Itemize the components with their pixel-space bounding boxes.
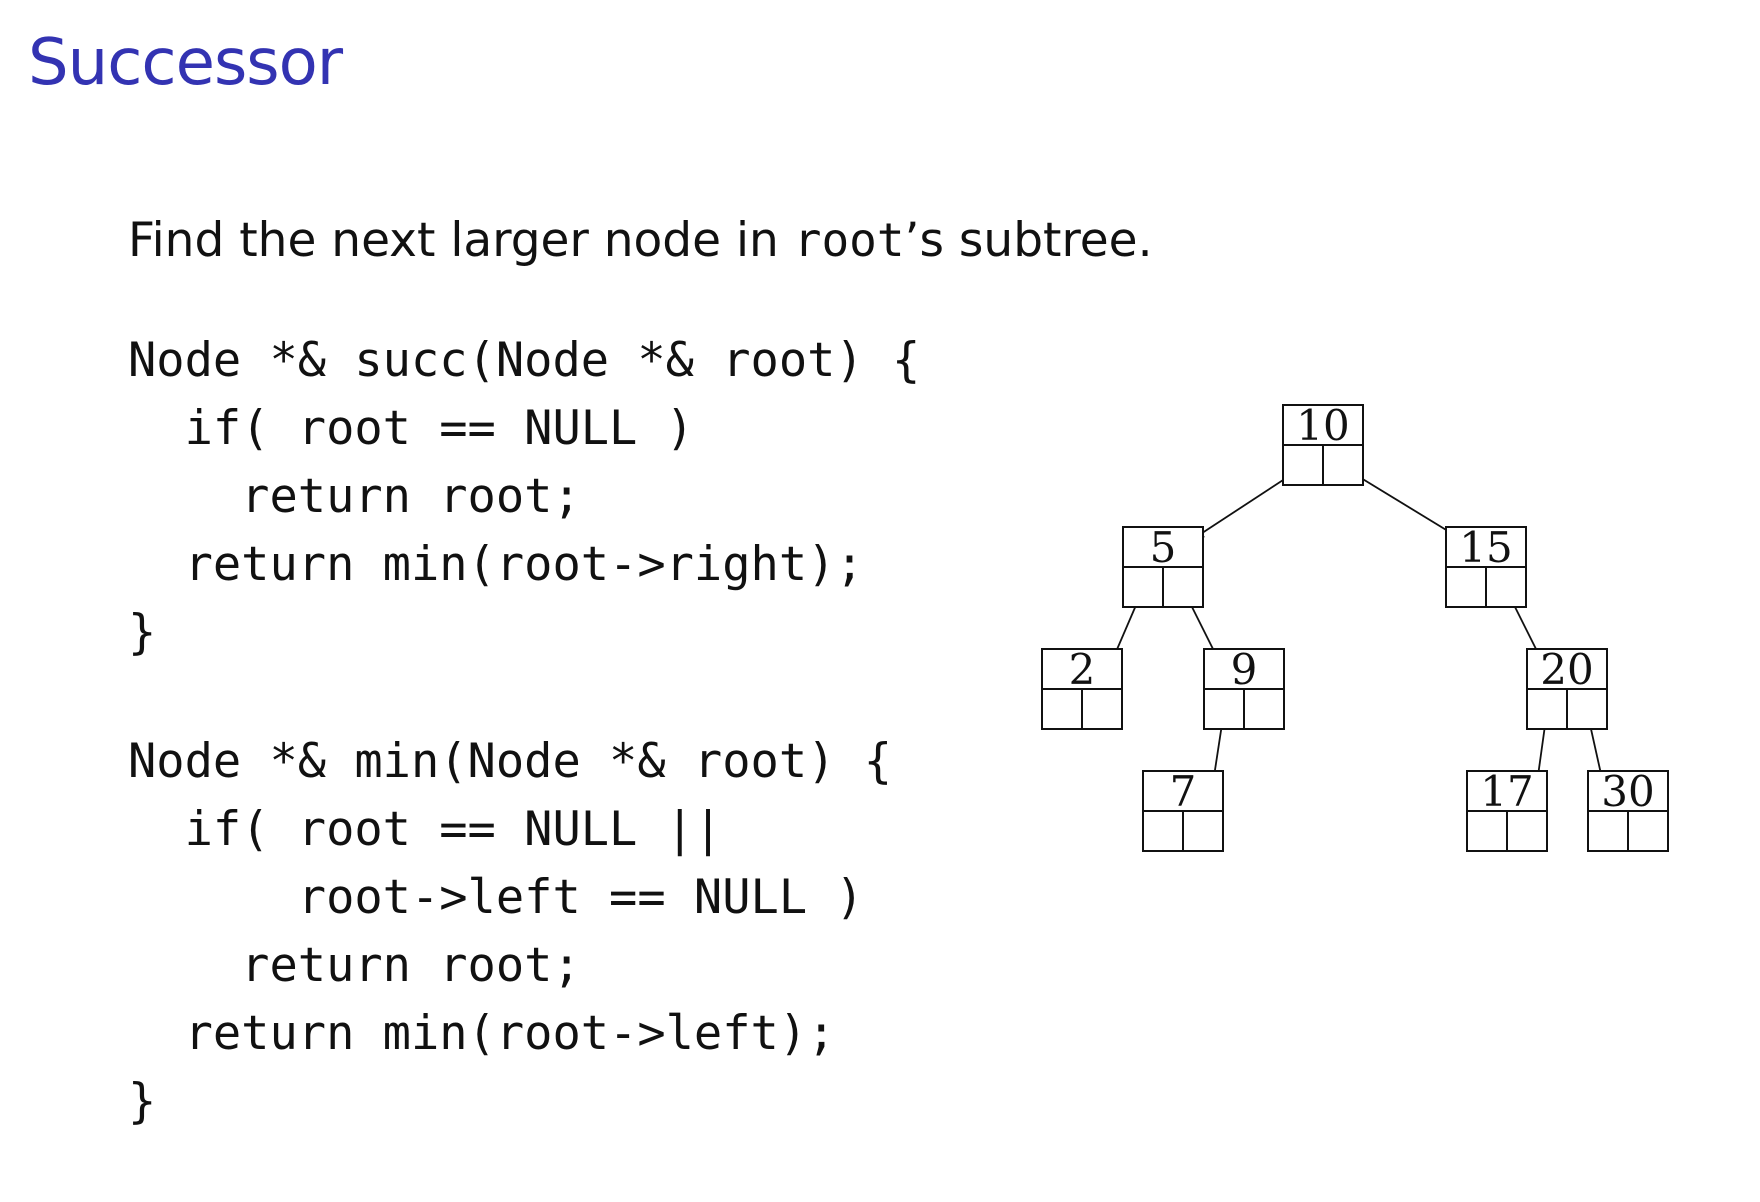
tree-nodes: 10 5 15 2 9 20 7 17 30 (1041, 401, 1669, 852)
tree-node: 2 (1041, 645, 1123, 730)
tree-node: 20 (1526, 645, 1608, 730)
code-line: } (128, 1074, 157, 1129)
code-line: root->left == NULL ) (128, 870, 864, 925)
tree-node: 17 (1466, 767, 1548, 852)
code-line: return root; (128, 469, 581, 524)
intro-text: Find the next larger node in root’s subt… (128, 213, 1153, 268)
node-key-label: 5 (1150, 523, 1177, 572)
tree-node: 15 (1445, 523, 1527, 608)
code-line: } (128, 605, 157, 660)
node-key-label: 17 (1480, 767, 1533, 816)
tree-node: 7 (1142, 767, 1224, 852)
intro-text-after: ’s subtree. (904, 213, 1153, 268)
code-line: return root; (128, 938, 581, 993)
tree-node: 5 (1122, 523, 1204, 608)
code-line: if( root == NULL || (128, 802, 723, 857)
tree-node: 10 (1282, 401, 1364, 486)
tree-node: 30 (1587, 767, 1669, 852)
node-key-label: 15 (1459, 523, 1512, 572)
node-key-label: 9 (1231, 645, 1258, 694)
tree-node: 9 (1203, 645, 1285, 730)
tree-edges (1111, 466, 1606, 784)
node-key-label: 20 (1540, 645, 1593, 694)
slide-title: Successor (28, 26, 343, 100)
node-key-label: 10 (1296, 401, 1349, 450)
code-block-min: Node *& min(Node *& root) { if( root == … (128, 728, 892, 1136)
code-line: if( root == NULL ) (128, 401, 694, 456)
node-key-label: 7 (1170, 767, 1197, 816)
code-line: Node *& succ(Node *& root) { (128, 333, 921, 388)
intro-text-before: Find the next larger node in (128, 213, 794, 268)
node-key-label: 2 (1069, 645, 1096, 694)
code-line: return min(root->left); (128, 1006, 836, 1061)
node-key-label: 30 (1601, 767, 1654, 816)
intro-code-root: root (793, 213, 905, 267)
code-block-succ: Node *& succ(Node *& root) { if( root ==… (128, 327, 920, 667)
code-line: return min(root->right); (128, 537, 864, 592)
code-line: Node *& min(Node *& root) { (128, 734, 893, 789)
